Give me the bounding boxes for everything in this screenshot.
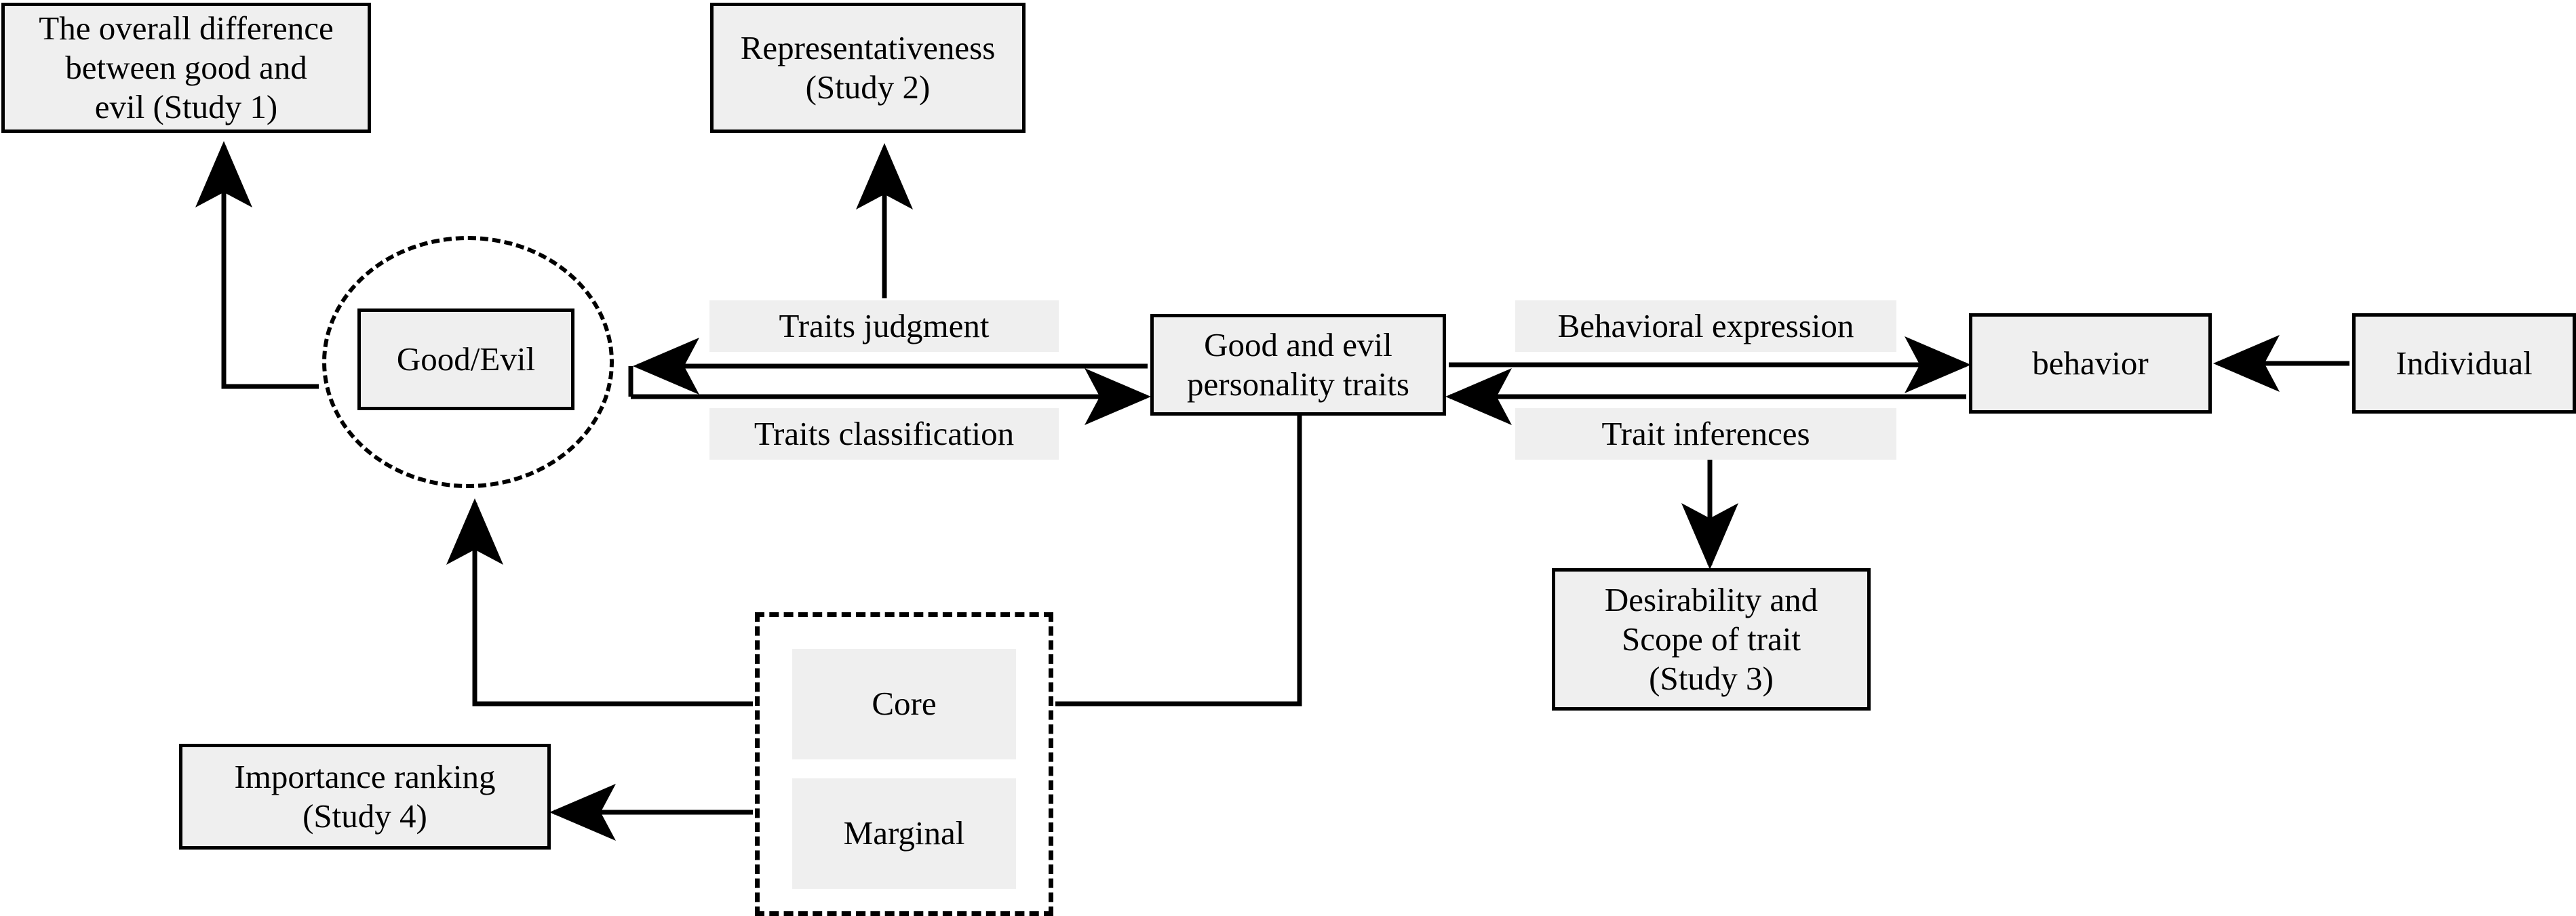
node-overall-difference-study1[interactable]: The overall difference between good and … <box>1 3 371 133</box>
edge-core-group-to-goodevil <box>446 498 753 706</box>
node-representativeness-study2[interactable]: Representativeness (Study 2) <box>710 3 1026 133</box>
core-marginal-dashed-box <box>755 612 1053 916</box>
node-desirability-scope-study3[interactable]: Desirability and Scope of trait (Study 3… <box>1552 568 1871 711</box>
edge-label-trait-inferences: Trait inferences <box>1515 408 1896 460</box>
edge-traits-to-core-group <box>1055 416 1302 706</box>
node-good-and-evil-personality-traits[interactable]: Good and evil personality traits <box>1150 314 1446 416</box>
node-core[interactable]: Core <box>792 649 1016 759</box>
node-good-evil[interactable]: Good/Evil <box>357 308 574 410</box>
node-behavior[interactable]: behavior <box>1969 313 2212 414</box>
edge-goodevil-to-study1 <box>195 141 319 389</box>
edge-label-traits-classification: Traits classification <box>709 408 1059 460</box>
node-importance-ranking-study4[interactable]: Importance ranking (Study 4) <box>179 744 551 850</box>
edge-label-traits-judgment: Traits judgment <box>709 300 1059 352</box>
node-individual[interactable]: Individual <box>2352 313 2576 414</box>
edge-label-behavioral-expression: Behavioral expression <box>1515 300 1896 352</box>
node-marginal[interactable]: Marginal <box>792 778 1016 889</box>
good-evil-dashed-circle <box>322 236 614 488</box>
